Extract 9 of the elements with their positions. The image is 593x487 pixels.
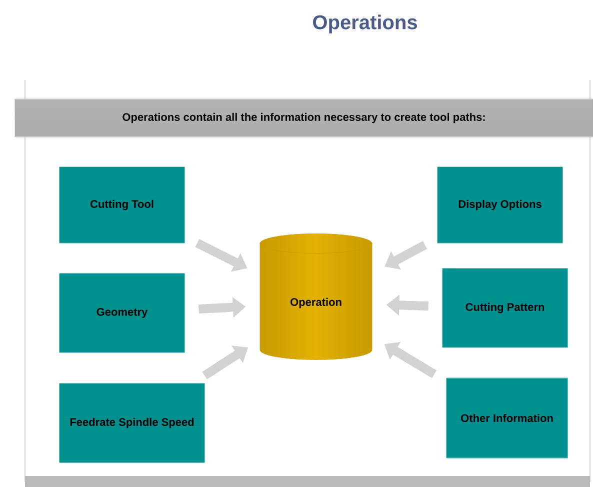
- process-box: Geometry: [59, 273, 185, 353]
- process-box: Cutting Tool: [59, 166, 185, 244]
- process-box: Feedrate Spindle Speed: [59, 383, 205, 463]
- title: Operations: [313, 14, 417, 34]
- process-box: Other Information: [446, 378, 568, 458]
- process-box: Display Options: [437, 166, 563, 244]
- database-cylinder: Operation: [260, 234, 372, 360]
- banner: Operations contain all the information necessary to create tool paths:: [14, 98, 593, 138]
- process-box: Cutting Pattern: [442, 268, 568, 348]
